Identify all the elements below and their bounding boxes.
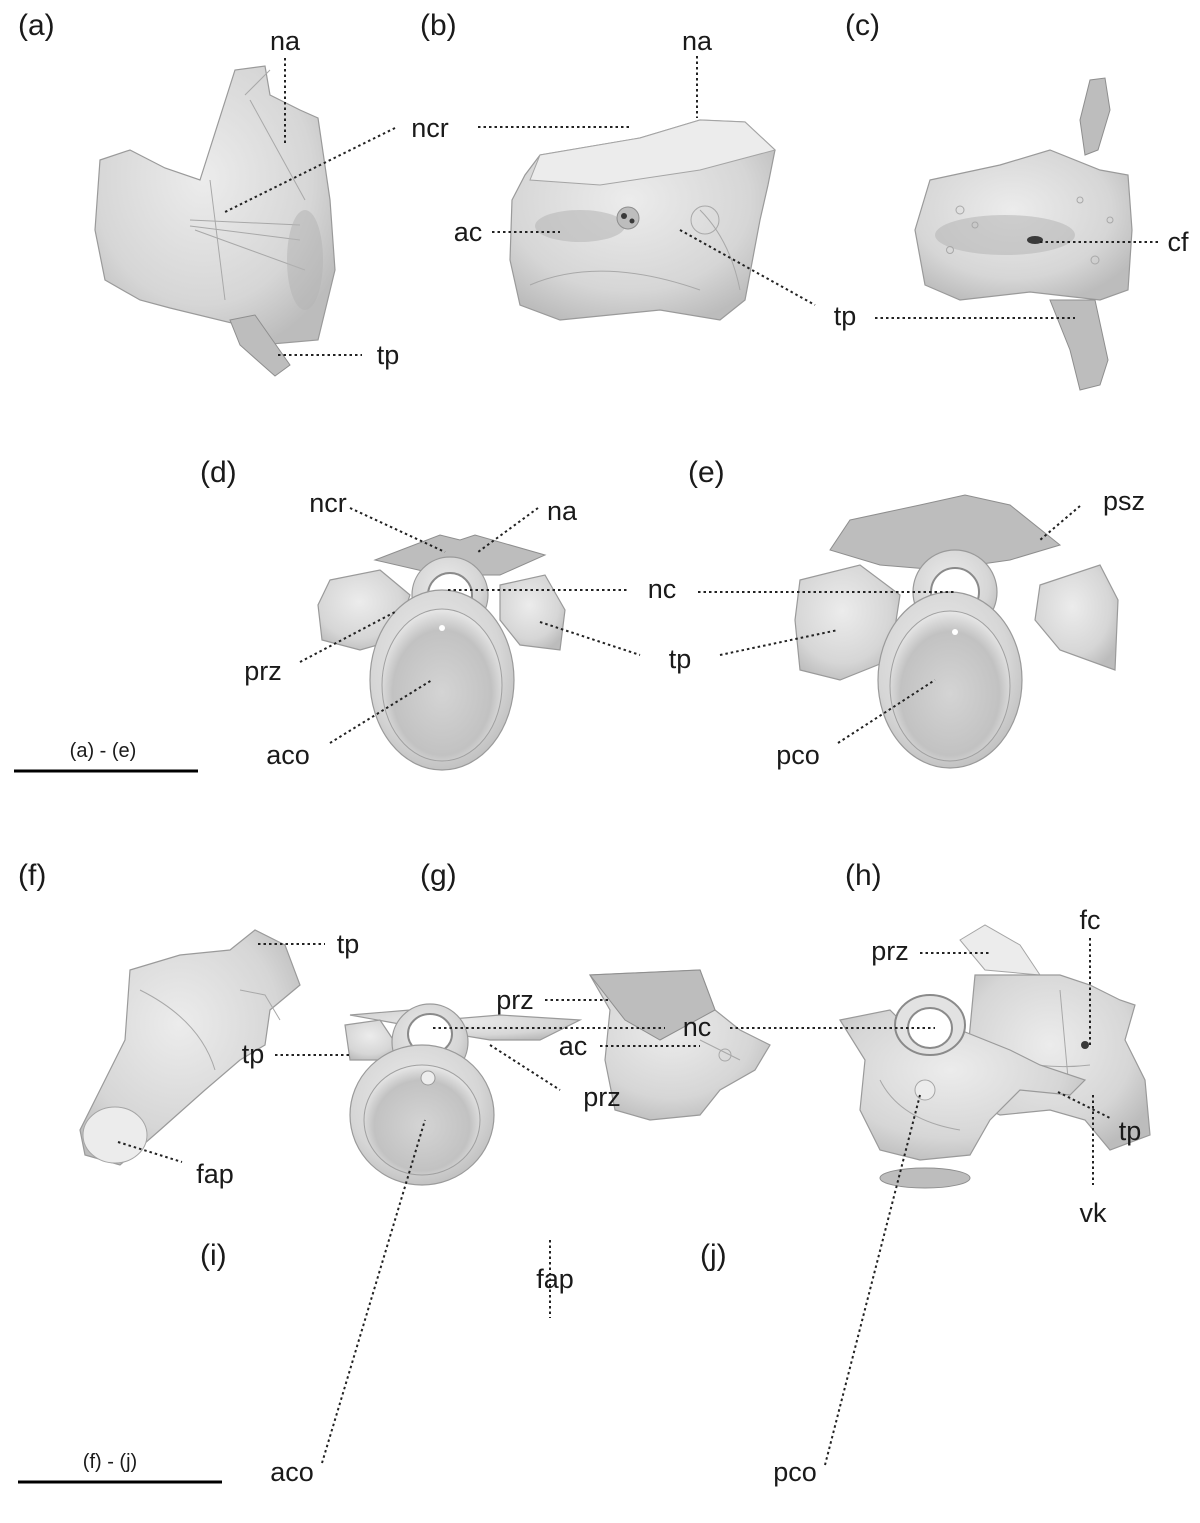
panel-label-d: (d) [200,456,237,489]
label-d-ncr: ncr [309,488,347,518]
label-b-na: na [682,26,713,56]
vertebra-i-view [344,1003,583,1186]
vertebra-a-dorsal-view [94,65,336,377]
panel-g: (g) prz ac [420,859,771,1121]
label-c-cf: cf [1167,227,1189,257]
panel-label-g: (g) [420,859,457,892]
panel-label-h: (h) [845,859,882,892]
label-h-prz: prz [871,936,909,966]
label-i-tp: tp [242,1039,265,1069]
label-h-fc: fc [1079,905,1100,935]
vertebra-b-lateral-view [509,119,777,321]
label-a-na: na [270,26,301,56]
label-f-fap: fap [196,1159,234,1189]
label-d-tp: tp [669,644,692,674]
panel-h: (h) prz fc vk [845,859,1151,1228]
vertebra-j-view [839,994,1087,1189]
vertebra-h-view [959,924,1151,1151]
label-e-pco: pco [776,740,820,770]
panel-label-b: (b) [420,9,457,42]
vertebra-g-view [588,969,771,1121]
label-h-vk: vk [1080,1198,1108,1228]
label-b-ac: ac [454,217,483,247]
label-a-ncr: ncr [411,113,449,143]
label-b-tp: tp [834,301,857,331]
vertebra-e-posterior-view [794,494,1119,769]
label-i-prz: prz [583,1082,621,1112]
panel-a: (a) na ncr tp [18,9,449,377]
panel-label-f: (f) [18,859,46,892]
panel-label-j: (j) [700,1239,727,1272]
scale-bar-label-f-j: (f) - (j) [83,1451,137,1473]
panel-f: (f) tp fap [18,859,359,1189]
label-d-aco: aco [266,740,310,770]
label-a-tp: tp [377,340,400,370]
panel-label-c: (c) [845,9,880,42]
panel-c: (c) cf [845,9,1189,391]
scale-bar-f-j: (f) - (j) [18,1451,222,1484]
label-i-fap: fap [536,1264,574,1294]
scale-bar-label-a-e: (a) - (e) [70,740,137,762]
panel-j: (j) tp pco [700,994,1142,1487]
panel-b: (b) na ac tp [420,9,856,331]
label-d-nc: nc [648,574,677,604]
label-f-tp: tp [337,929,360,959]
label-d-prz: prz [244,656,282,686]
panel-i: (i) fap nc tp prz aco [200,1003,712,1487]
label-j-pco: pco [773,1457,817,1487]
vertebra-f-view [79,929,301,1166]
label-i-nc: nc [683,1012,712,1042]
label-i-aco: aco [270,1457,314,1487]
scale-bar-a-e: (a) - (e) [14,740,198,773]
label-e-psz: psz [1103,486,1145,516]
panel-e: (e) psz pco [688,456,1145,770]
vertebra-c-ventral-view [914,77,1133,391]
panel-label-a: (a) [18,9,55,42]
label-g-ac: ac [559,1031,588,1061]
panel-label-i: (i) [200,1239,227,1272]
panel-d: (d) ncr na nc prz tp aco [200,456,692,771]
label-g-prz: prz [496,985,534,1015]
label-d-na: na [547,496,578,526]
panel-label-e: (e) [688,456,725,489]
label-j-tp: tp [1119,1116,1142,1146]
vertebra-d-anterior-view [317,534,566,771]
